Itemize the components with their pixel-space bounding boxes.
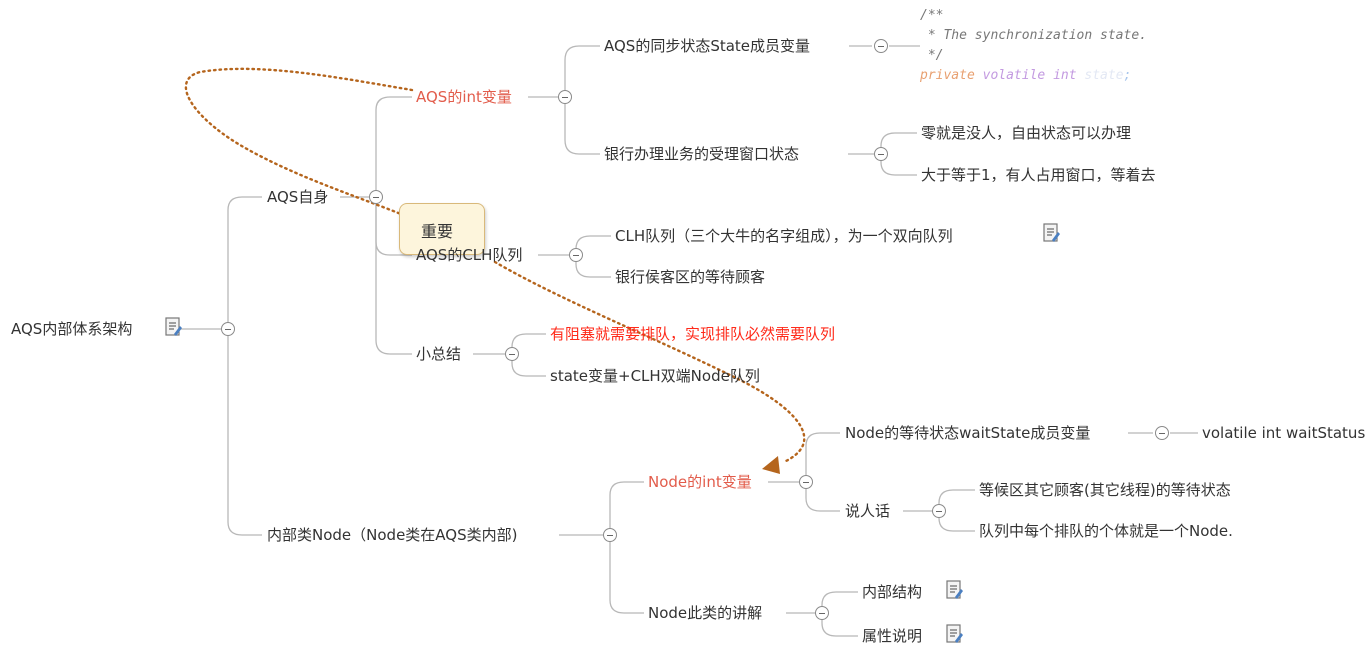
collapse-toggle-icon[interactable] (874, 147, 888, 161)
topic-aqs-int-var[interactable]: AQS的int变量 (416, 88, 512, 106)
topic-plain-line2[interactable]: 队列中每个排队的个体就是一个Node. (979, 522, 1233, 540)
collapse-toggle-icon[interactable] (874, 39, 888, 53)
code-comment-close: */ (920, 48, 944, 63)
topic-plain-line1[interactable]: 等候区其它顾客(其它线程)的等待状态 (979, 481, 1231, 499)
collapse-toggle-icon[interactable] (569, 248, 583, 262)
connector-self-summary (375, 197, 412, 355)
relationship-arrow-line (493, 260, 806, 464)
topic-summary-line2[interactable]: state变量+CLH双端Node队列 (550, 367, 760, 385)
note-icon[interactable] (946, 624, 964, 644)
important-callout[interactable]: 重要 (399, 203, 485, 255)
code-comment-open: /** (920, 8, 944, 23)
collapse-toggle-icon[interactable] (505, 347, 519, 361)
topic-bank-window[interactable]: 银行办理业务的受理窗口状态 (604, 145, 800, 163)
connector-summary-2 (511, 354, 546, 377)
callout-label: 重要 (421, 222, 454, 241)
topic-wait-status-value[interactable]: volatile int waitStatus (1202, 424, 1366, 442)
collapse-toggle-icon[interactable] (221, 322, 235, 336)
collapse-toggle-icon[interactable] (558, 90, 572, 104)
connector-clh-wait (575, 255, 611, 278)
connector-root-node (227, 329, 262, 536)
collapse-toggle-icon[interactable] (603, 528, 617, 542)
code-semicolon: ; (1123, 68, 1132, 83)
topic-wait-state[interactable]: Node的等待状态waitState成员变量 (845, 424, 1091, 442)
connector-nodeint-ws (805, 432, 840, 482)
connector-bank-ge (880, 154, 917, 176)
collapse-toggle-icon[interactable] (1155, 426, 1169, 440)
topic-waiting-area[interactable]: 银行侯客区的等待顾客 (615, 268, 766, 286)
collapse-toggle-icon[interactable] (815, 606, 829, 620)
note-icon[interactable] (946, 580, 964, 600)
connector-node-int (609, 481, 644, 535)
relationship-loop (184, 67, 422, 224)
connector-int-bank (564, 97, 600, 155)
code-kw-int: int (1053, 68, 1077, 83)
topic-node-int-var[interactable]: Node的int变量 (648, 473, 752, 491)
code-comment-body: * The synchronization state. (920, 28, 1147, 43)
topic-summary-line1[interactable]: 有阻塞就需要排队，实现排队必然需要队列 (550, 325, 836, 343)
topic-node-class[interactable]: Node此类的讲解 (648, 604, 763, 622)
code-kw-volatile: volatile (982, 68, 1046, 83)
code-field-name: state (1084, 68, 1124, 83)
topic-bank-zero[interactable]: 零就是没人，自由状态可以办理 (921, 124, 1132, 142)
connector-plain-1 (938, 489, 975, 511)
connector-bank-zero (880, 132, 917, 154)
note-icon[interactable] (165, 317, 183, 337)
topic-aqs-self[interactable]: AQS自身 (267, 188, 329, 206)
topic-clh-desc[interactable]: CLH队列（三个大牛的名字组成），为一个双向队列 (615, 227, 953, 245)
topic-inner-structure[interactable]: 内部结构 (862, 583, 923, 601)
connector-self-int (375, 96, 412, 197)
connector-nodeint-plain (805, 482, 840, 512)
connector-node-class (609, 535, 644, 614)
collapse-toggle-icon[interactable] (799, 475, 813, 489)
topic-aqs-clh[interactable]: AQS的CLH队列 (416, 246, 523, 264)
topic-state-member[interactable]: AQS的同步状态State成员变量 (604, 37, 811, 55)
connector-int-state (564, 45, 600, 97)
collapse-toggle-icon[interactable] (932, 504, 946, 518)
collapse-toggle-icon[interactable] (369, 190, 383, 204)
topic-bank-ge-one[interactable]: 大于等于1，有人占用窗口，等着去 (921, 166, 1156, 184)
connector-nodeclass-2 (821, 613, 858, 637)
connector-summary-1 (511, 333, 546, 354)
connector-plain-2 (938, 511, 975, 532)
connector-root-self (227, 196, 262, 329)
code-kw-private: private (920, 68, 975, 83)
topic-attr-desc[interactable]: 属性说明 (862, 627, 923, 645)
root-topic[interactable]: AQS内部体系架构 (11, 320, 133, 338)
arrowhead-icon (762, 456, 780, 474)
topic-inner-node[interactable]: 内部类Node（Node类在AQS类内部) (267, 526, 518, 544)
note-icon[interactable] (1043, 223, 1061, 243)
code-snippet: /** * The synchronization state. */ priv… (920, 6, 1147, 86)
topic-plain-words[interactable]: 说人话 (845, 502, 891, 520)
connector-nodeclass-1 (821, 591, 858, 613)
topic-summary[interactable]: 小总结 (416, 345, 462, 363)
